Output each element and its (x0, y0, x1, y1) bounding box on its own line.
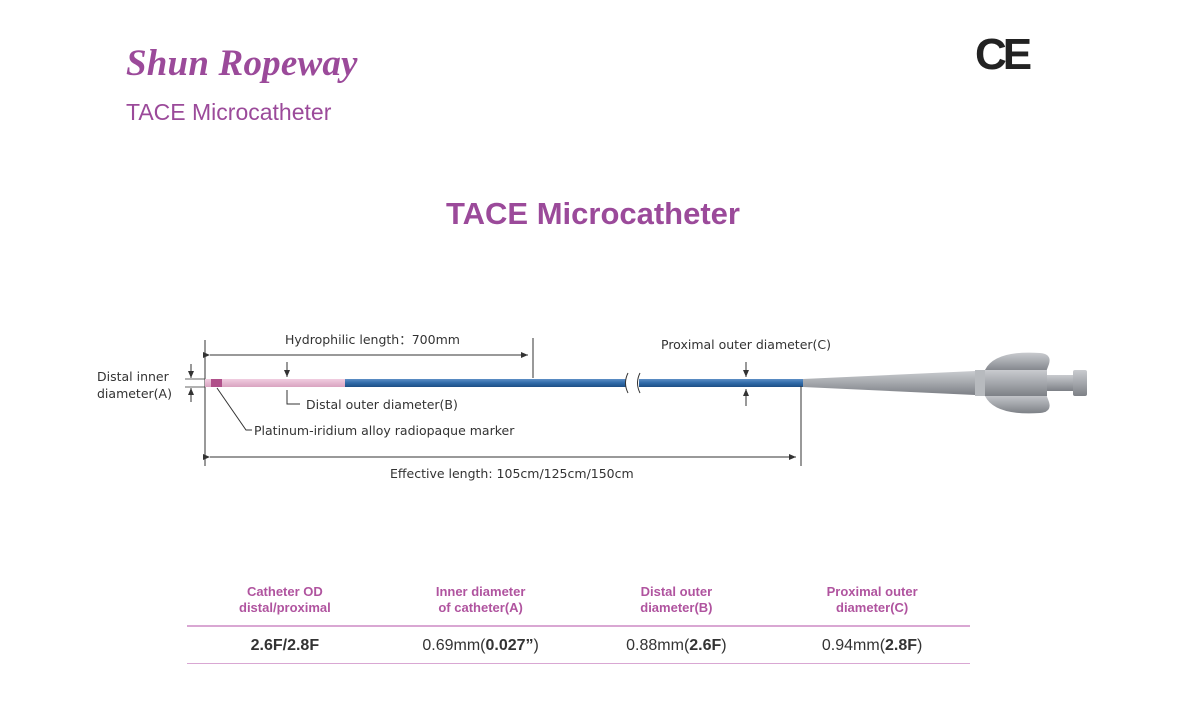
cell-text: ) (533, 637, 539, 654)
hydrophilic-length-label: Hydrophilic length：700mm (285, 332, 460, 347)
cell-text: 0.94mm( (821, 637, 886, 654)
header-line: diameter(B) (640, 600, 713, 615)
catheter-diagram: Hydrophilic length：700mm Distal inner di… (97, 332, 1087, 481)
strain-relief (803, 371, 975, 395)
table-row: 2.6F/2.8F 0.69mm(0.027”) 0.88mm(2.6F) 0.… (187, 626, 970, 664)
luer-flange (1073, 370, 1087, 396)
effective-length-label: Effective length: 105cm/125cm/150cm (390, 466, 634, 481)
cell-inner-diameter: 0.69mm(0.027”) (382, 626, 579, 664)
header-proximal-outer: Proximal outer diameter(C) (774, 580, 970, 627)
header-line: Distal outer (640, 584, 713, 599)
header-distal-outer: Distal outer diameter(B) (578, 580, 775, 627)
header-line: Catheter OD (246, 584, 323, 599)
spec-table-header-row: Catheter OD distal/proximal Inner diamet… (187, 580, 970, 627)
cell-proximal-outer: 0.94mm(2.8F) (774, 626, 970, 664)
cell-catheter-od: 2.6F/2.8F (187, 626, 383, 664)
marker-label: Platinum-iridium alloy radiopaque marker (254, 423, 515, 438)
catheter-shaft-left (345, 379, 626, 387)
header-line: diameter(C) (836, 600, 909, 615)
ce-mark: CE (975, 30, 1032, 79)
header-line: of catheter(A) (438, 600, 523, 615)
cell-bold-text: 0.027” (485, 637, 534, 654)
luer-neck (1047, 375, 1073, 391)
distal-od-label: Distal outer diameter(B) (306, 397, 458, 412)
hub-body (975, 370, 985, 396)
hub-wing-top (985, 352, 1050, 372)
header-inner-diameter: Inner diameter of catheter(A) (382, 580, 579, 627)
distal-tip (205, 379, 345, 387)
catheter-shaft-right (639, 379, 803, 387)
header-subtitle: TACE Microcatheter (126, 99, 332, 125)
cell-bold-text: 2.6F (689, 637, 722, 654)
shaft-break-right (637, 372, 641, 394)
shaft-break-left (625, 372, 629, 394)
brand-logo-text: Shun Ropeway (126, 43, 358, 84)
spec-table: Catheter OD distal/proximal Inner diamet… (187, 580, 970, 664)
hub-wing-bottom (985, 394, 1050, 414)
cell-text: ) (917, 637, 923, 654)
hub-center (985, 370, 1047, 396)
cell-bold-text: 2.8F (885, 637, 918, 654)
page-title: TACE Microcatheter (446, 196, 740, 231)
cell-text: 0.88mm( (626, 637, 690, 654)
distal-od-leader (286, 390, 300, 405)
radiopaque-marker (211, 379, 222, 387)
cell-distal-outer: 0.88mm(2.6F) (578, 626, 775, 664)
header-line: distal/proximal (239, 600, 331, 615)
header-line: Proximal outer (826, 584, 918, 599)
header-catheter-od: Catheter OD distal/proximal (187, 580, 383, 627)
header-line: Inner diameter (435, 584, 526, 599)
proximal-od-label: Proximal outer diameter(C) (661, 337, 831, 352)
distal-inner-label-1: Distal inner (97, 369, 170, 384)
cell-text: 0.69mm( (422, 637, 486, 654)
marker-leader (216, 387, 252, 431)
distal-inner-label-2: diameter(A) (97, 386, 172, 401)
cell-text: ) (721, 637, 727, 654)
